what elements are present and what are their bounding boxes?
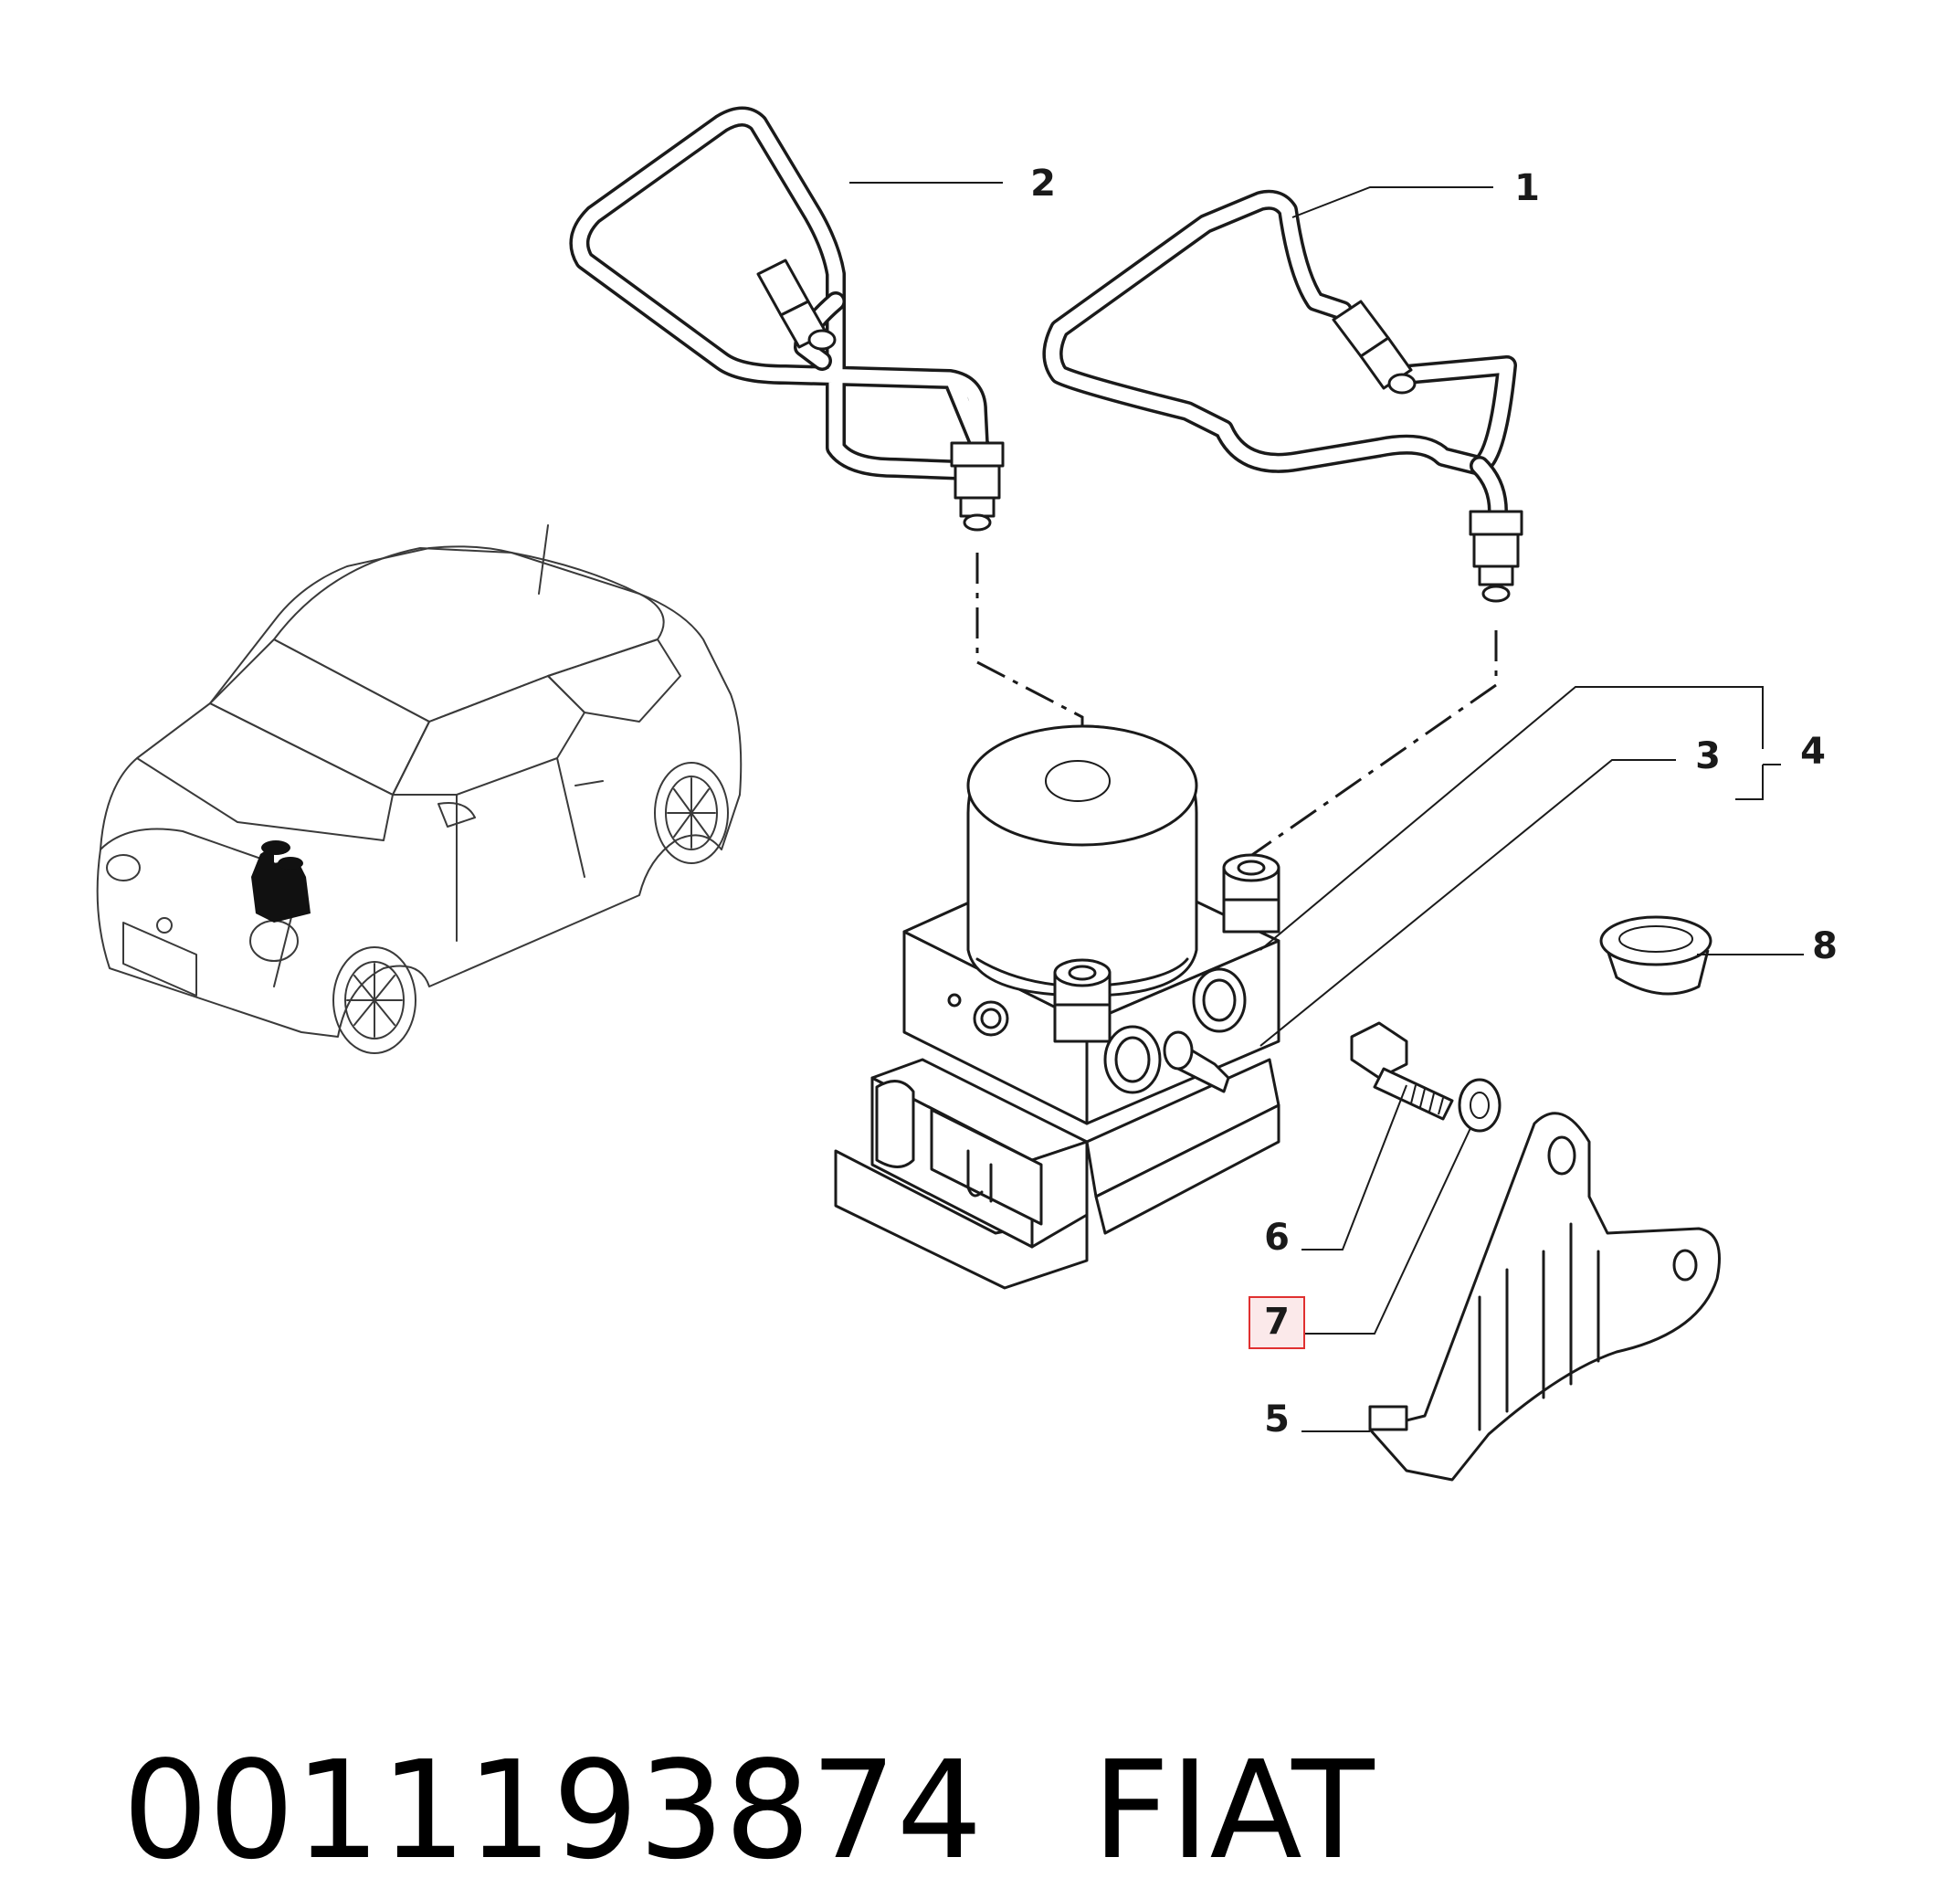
callout-7: 7 — [1249, 1296, 1305, 1349]
callout-3: 3 — [1695, 735, 1721, 777]
brand-name: FIAT — [1091, 1732, 1375, 1889]
brake-pipe-2 — [569, 106, 1005, 532]
callout-label: 6 — [1264, 1217, 1290, 1259]
callout-label: 4 — [1800, 731, 1826, 773]
callout-label: 2 — [1030, 163, 1056, 205]
washer-part-7 — [1458, 1078, 1502, 1133]
callout-label: 3 — [1695, 735, 1721, 777]
bolt-part-6 — [1350, 1021, 1454, 1121]
callout-6: 6 — [1264, 1217, 1290, 1259]
callout-label: 1 — [1514, 167, 1540, 209]
callout-label: 5 — [1264, 1398, 1290, 1440]
vehicle-location-illustration — [96, 524, 743, 1054]
parts-diagram: 2 1 3 4 8 6 7 5 — [96, 106, 1838, 1482]
part-number: 0011193874 — [122, 1732, 983, 1889]
bracket-part-5 — [1368, 1112, 1721, 1482]
abs-hydraulic-unit — [834, 724, 1280, 1290]
callout-5: 5 — [1264, 1398, 1290, 1440]
grommet-part-8 — [1599, 915, 1712, 996]
callout-1: 1 — [1514, 167, 1540, 209]
callout-label: 7 — [1264, 1301, 1290, 1343]
callout-8: 8 — [1812, 925, 1838, 967]
leader-lines — [849, 182, 1804, 1432]
callout-4: 4 — [1800, 731, 1826, 773]
callout-2: 2 — [1030, 163, 1056, 205]
brake-pipe-1 — [1042, 189, 1523, 603]
abs-unit-location-icon — [251, 845, 311, 923]
callout-label: 8 — [1812, 925, 1838, 967]
callout-highlight-box — [1249, 1296, 1305, 1349]
assembly-line-pipe-1 — [1245, 630, 1498, 872]
